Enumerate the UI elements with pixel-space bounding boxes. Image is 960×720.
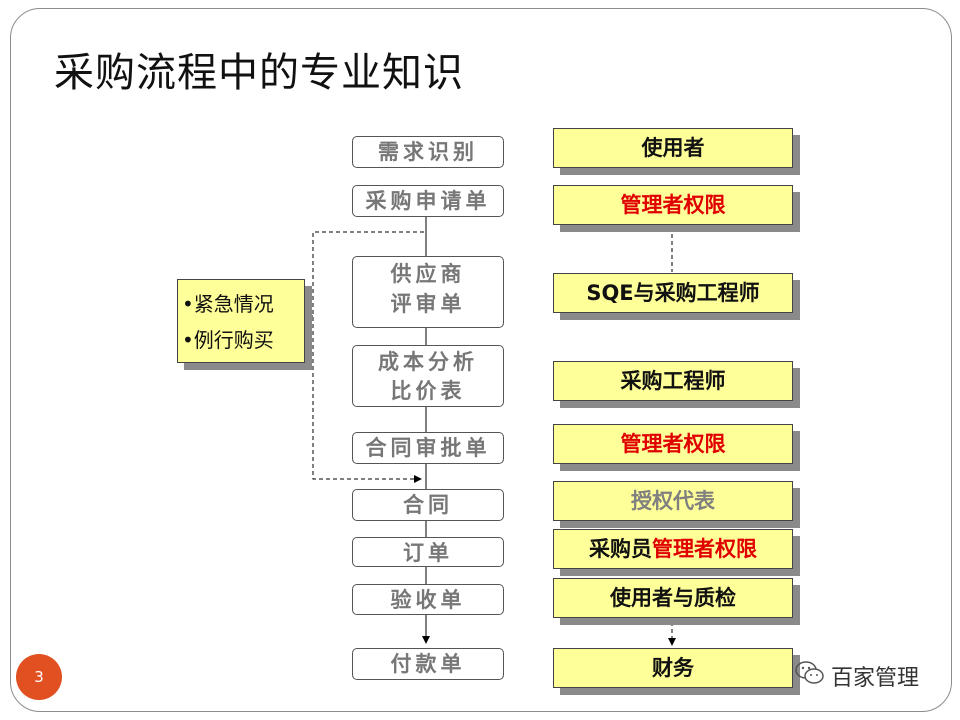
role-label: 使用者与质检: [610, 586, 736, 610]
step-order: 订单: [352, 537, 504, 567]
role-manager-authority-2: 管理者权限: [553, 424, 793, 464]
note-item-routine: •例行购买: [182, 328, 274, 352]
role-label-prefix: 采购员: [589, 537, 652, 561]
watermark-text: 百家管理: [831, 666, 920, 691]
role-authorized-representative: 授权代表: [553, 481, 793, 521]
role-label: 管理者权限: [620, 193, 726, 217]
step-cost-analysis: 成本分析比价表: [352, 345, 504, 407]
role-label: 采购工程师: [620, 369, 726, 393]
step-label-line1: 成本分析: [378, 350, 478, 374]
page-title: 采购流程中的专业知识: [54, 50, 464, 96]
step-label: 订单: [403, 541, 453, 565]
watermark: 百家管理: [795, 660, 919, 692]
role-sqe-purchasing-engineer: SQE与采购工程师: [553, 273, 793, 313]
role-user: 使用者: [553, 128, 793, 168]
role-label: 财务: [652, 656, 694, 680]
step-payment: 付款单: [352, 648, 504, 680]
step-contract: 合同: [352, 489, 504, 521]
role-label: 管理者权限: [620, 432, 726, 456]
role-buyer-manager-authority: 采购员管理者权限: [553, 529, 793, 569]
step-label: 合同审批单: [365, 436, 491, 460]
role-finance: 财务: [553, 648, 793, 688]
step-demand-identification: 需求识别: [352, 136, 504, 168]
note-item-urgent: •紧急情况: [182, 292, 274, 316]
role-user-and-qc: 使用者与质检: [553, 578, 793, 618]
role-label: 授权代表: [631, 489, 715, 513]
role-label: SQE与采购工程师: [586, 281, 760, 305]
page-number-badge: 3: [16, 654, 62, 700]
step-label: 验收单: [390, 588, 466, 612]
role-label: 使用者: [641, 136, 705, 160]
step-acceptance: 验收单: [352, 584, 504, 615]
step-label: 合同: [403, 493, 453, 517]
step-label: 需求识别: [378, 140, 478, 164]
step-label-line2: 评审单: [390, 292, 466, 316]
step-label-line1: 供应商: [390, 262, 466, 286]
step-label: 采购申请单: [365, 189, 491, 213]
step-purchase-request: 采购申请单: [352, 185, 504, 217]
step-supplier-review: 供应商评审单: [352, 256, 504, 328]
step-label: 付款单: [390, 652, 466, 676]
step-contract-approval: 合同审批单: [352, 432, 504, 464]
role-manager-authority: 管理者权限: [553, 185, 793, 225]
role-label-highlight: 管理者权限: [652, 537, 757, 561]
purchase-type-note: •紧急情况 •例行购买: [177, 279, 305, 363]
wechat-icon: [795, 660, 825, 692]
step-label-line2: 比价表: [390, 379, 466, 403]
bypass-dashed-line: [312, 231, 424, 483]
role-purchasing-engineer: 采购工程师: [553, 361, 793, 401]
